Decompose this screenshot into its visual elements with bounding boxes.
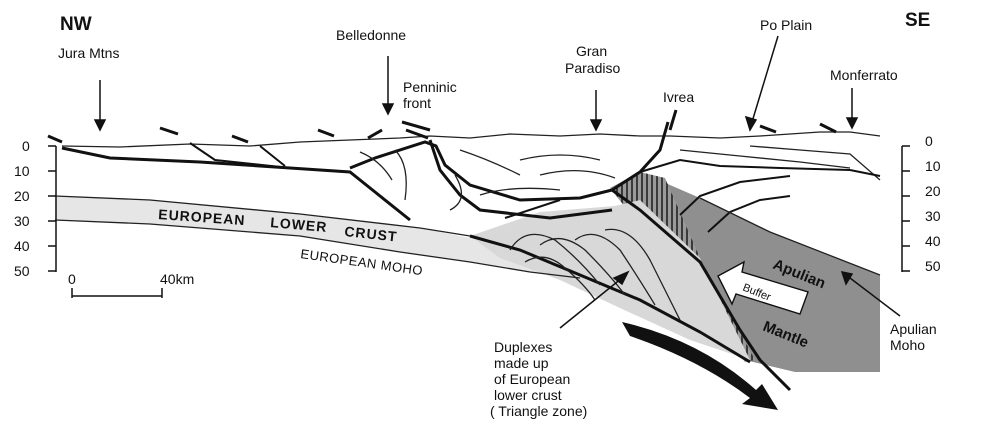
duplexes-annotation: Duplexes made up of European lower crust… [490, 339, 587, 419]
right-tick-20: 20 [925, 183, 941, 199]
left-tick-20: 20 [14, 188, 30, 204]
left-tick-40: 40 [14, 238, 30, 254]
dip-mark-5 [368, 130, 382, 138]
fold-5 [520, 155, 600, 160]
po-plain-label: Po Plain [760, 17, 812, 33]
fold-3 [460, 150, 520, 175]
left-tick-30: 30 [14, 213, 30, 229]
dip-mark-10 [820, 124, 836, 132]
right-tick-10: 10 [925, 158, 941, 174]
monferrato-label: Monferrato [830, 67, 898, 83]
sediment-wedge-right-2 [680, 150, 850, 168]
left-tick-10: 10 [14, 163, 30, 179]
upper-crust-base-right [640, 160, 880, 176]
penninic-label: Penninic [403, 79, 457, 95]
right-tick-30: 30 [925, 208, 941, 224]
thrust-belledonne [260, 146, 285, 166]
belledonne-label: Belledonne [336, 27, 406, 43]
scale-start-label: 0 [68, 271, 76, 287]
jura-label: Jura Mtns [58, 45, 119, 61]
fold-4 [480, 188, 560, 195]
sediment-wedge-right [750, 146, 880, 180]
right-tick-50: 50 [925, 258, 941, 274]
right-tick-40: 40 [925, 233, 941, 249]
paradiso-label: Paradiso [565, 60, 620, 76]
dip-mark-1 [48, 136, 62, 142]
dip-mark-3 [232, 136, 248, 142]
dip-mark-8 [670, 110, 676, 130]
dip-mark-6 [402, 122, 430, 130]
se-label: SE [905, 10, 930, 31]
scale-end-label: 40km [160, 271, 194, 287]
duplex-line-5: ( Triangle zone) [490, 403, 587, 419]
surface-line [62, 132, 880, 147]
apulian-moho-label-1: Apulian [890, 321, 937, 337]
duplex-line-3: of European [494, 371, 570, 387]
nw-label: NW [60, 14, 92, 35]
front-label: front [403, 95, 431, 111]
ivrea-label: Ivrea [663, 89, 694, 105]
right-depth-axis: 0 10 20 30 40 50 [902, 133, 941, 274]
dip-mark-9 [760, 126, 776, 132]
left-tick-0: 0 [22, 138, 30, 154]
dip-mark-2 [160, 128, 178, 134]
distance-scale-bar: 0 40km [68, 271, 194, 298]
duplex-line-2: made up [494, 355, 549, 371]
dip-mark-4 [318, 130, 334, 136]
left-depth-axis: 0 10 20 30 40 50 [14, 138, 56, 279]
apulian-moho-label-2: Moho [890, 337, 925, 353]
duplex-line-1: Duplexes [494, 339, 552, 355]
duplex-line-4: lower crust [494, 387, 562, 403]
right-tick-0: 0 [925, 133, 933, 149]
fold-2 [395, 150, 406, 200]
gran-label: Gran [576, 43, 607, 59]
left-tick-50: 50 [14, 263, 30, 279]
fold-6 [540, 171, 615, 178]
